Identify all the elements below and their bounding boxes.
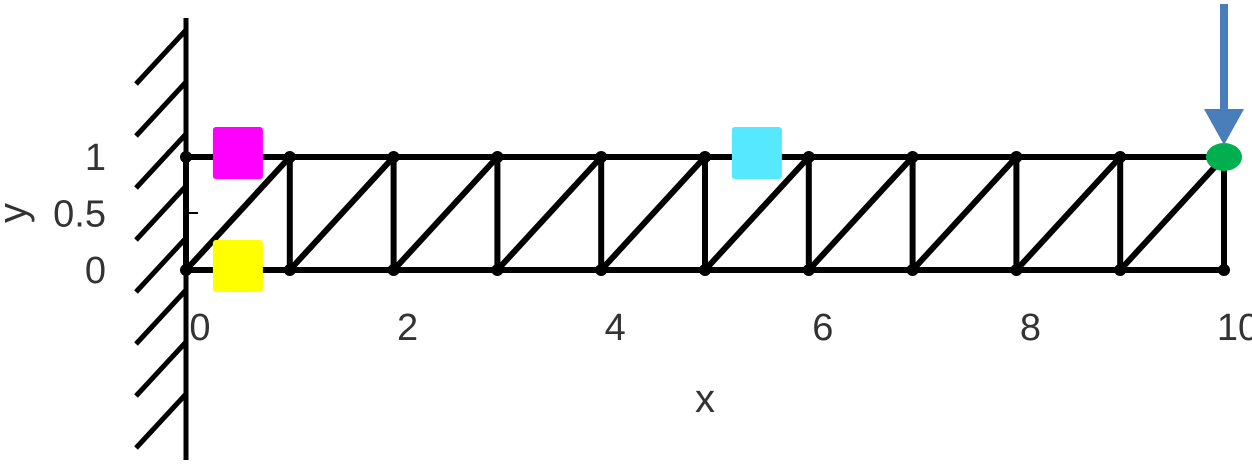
x-tick-label: 4 <box>605 307 626 349</box>
truss-node <box>283 264 296 276</box>
truss-members <box>183 154 1227 273</box>
highlighted-node <box>1206 143 1242 171</box>
truss-node <box>180 151 192 163</box>
truss-node <box>387 264 400 276</box>
load-arrow-head <box>1204 109 1244 145</box>
truss-node <box>802 264 815 276</box>
load-arrow-shaft <box>1220 4 1228 113</box>
diagonal-member <box>909 154 1020 273</box>
truss-node <box>180 264 192 276</box>
truss-node <box>595 151 608 163</box>
x-axis-label: x <box>695 377 715 421</box>
x-tick-label: 2 <box>397 307 418 349</box>
x-tick-label: 8 <box>1020 307 1041 349</box>
wall-hatch-line <box>134 132 188 190</box>
diagonal-member <box>494 154 605 273</box>
truss-node <box>1010 264 1023 276</box>
x-tick-label: 0 <box>189 307 210 349</box>
truss-node <box>906 264 919 276</box>
magenta-marker <box>212 127 263 179</box>
truss-node <box>699 264 711 276</box>
truss-node <box>491 264 504 276</box>
y-tick-labels: 00.51 <box>53 137 106 292</box>
truss-node <box>1010 151 1023 163</box>
wall-hatch-line <box>134 340 188 398</box>
truss-node <box>802 151 815 163</box>
x-tick-label: 6 <box>812 307 833 349</box>
wall-hatch-line <box>134 80 188 138</box>
y-tick-label: 1 <box>85 137 106 179</box>
truss-node <box>1114 264 1127 276</box>
markers <box>212 127 1242 292</box>
wall-hatch-line <box>134 236 188 294</box>
wall-hatch-line <box>134 288 188 346</box>
truss-node <box>1114 151 1127 163</box>
truss-node <box>595 264 608 276</box>
diagonal-member <box>805 154 916 273</box>
truss-node <box>491 151 504 163</box>
y-axis-label: y <box>0 203 35 223</box>
yellow-marker <box>212 240 263 292</box>
diagonal-member <box>1013 154 1124 273</box>
fixed-wall-hatching <box>134 28 188 450</box>
diagonal-member <box>702 154 812 273</box>
y-tick-label: 0 <box>85 250 106 292</box>
diagonal-member <box>286 154 397 273</box>
truss-node <box>906 151 919 163</box>
x-tick-labels: 0 2 4 6 8 10 <box>189 307 1252 349</box>
diagonal-member <box>390 154 501 273</box>
truss-node <box>699 151 711 163</box>
x-tick-label: 10 <box>1217 307 1252 349</box>
diagonal-member <box>598 154 708 273</box>
wall-hatch-line <box>134 28 188 86</box>
y-tick-label: 0.5 <box>53 194 106 236</box>
load-group <box>1204 4 1244 145</box>
truss-node <box>283 151 296 163</box>
wall-hatch-line <box>134 184 188 242</box>
truss-node <box>387 151 400 163</box>
wall-hatch-line <box>134 392 188 450</box>
truss-node <box>1218 264 1230 276</box>
cyan-marker <box>731 127 782 179</box>
diagonal-member <box>183 154 293 273</box>
truss-nodes <box>180 151 1230 276</box>
diagonal-member <box>1117 154 1227 273</box>
